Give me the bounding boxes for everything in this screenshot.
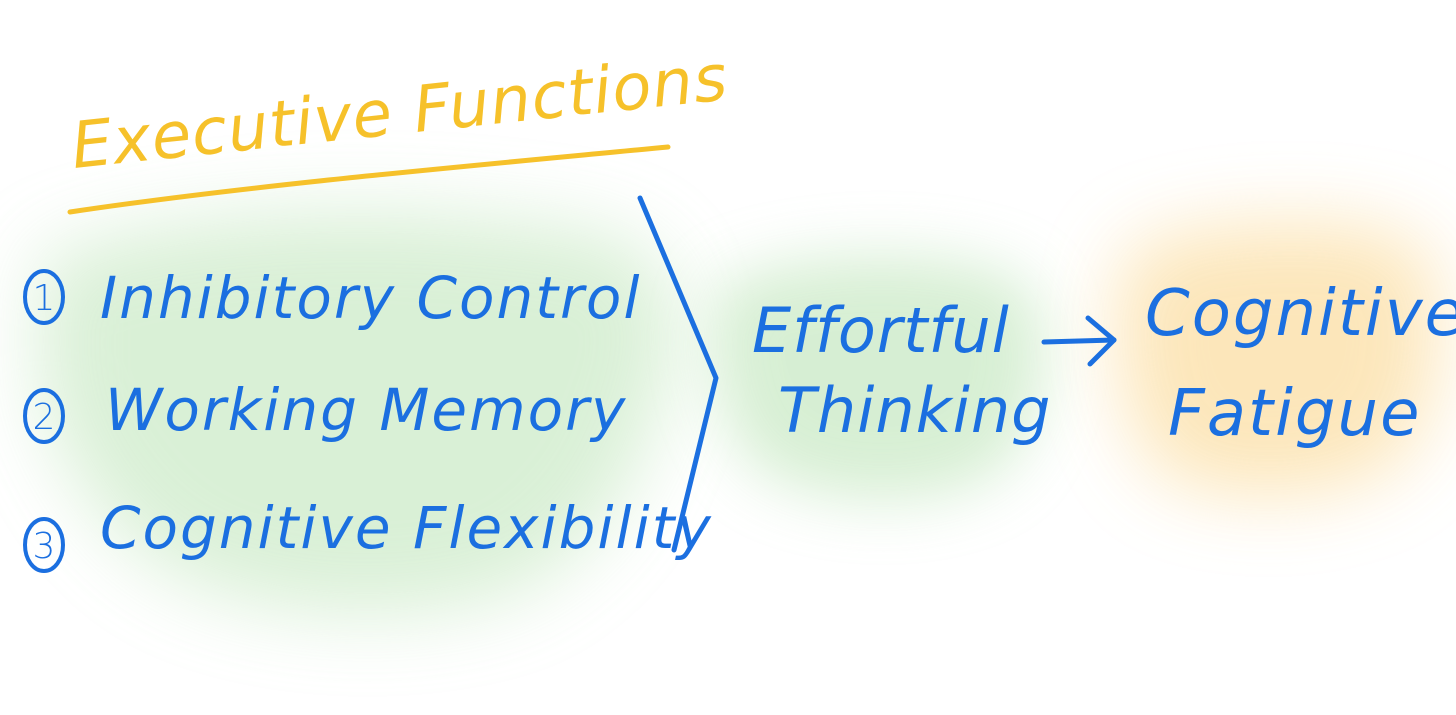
green-wash-left [40, 212, 676, 614]
outcome-line-1: Cognitive [1145, 277, 1456, 351]
outcome-line-2: Fatigue [1168, 377, 1421, 451]
function-label-2: Working Memory [105, 376, 627, 444]
title-underline [67, 144, 671, 215]
function-item: 2 Working Memory [23, 376, 627, 444]
middle-line-2: Thinking [778, 374, 1051, 447]
function-item: 1 Inhibitory Control [23, 264, 641, 332]
function-item: 3 Cognitive Flexibility [23, 494, 713, 573]
arrow-right-icon [1041, 315, 1117, 367]
orange-wash [1116, 223, 1439, 496]
middle-line-1: Effortful [752, 294, 1010, 367]
number-circle-1 [23, 269, 65, 325]
number-3: 3 [33, 526, 56, 567]
chevron-right-icon [637, 195, 719, 553]
function-label-3: Cognitive Flexibility [100, 494, 713, 562]
number-2: 2 [33, 397, 56, 438]
number-circle-2 [23, 388, 65, 444]
number-1: 1 [33, 278, 56, 319]
green-wash-middle [711, 256, 1045, 500]
diagram-title: Executive Functions [68, 41, 731, 184]
number-circle-3 [23, 517, 65, 573]
function-label-1: Inhibitory Control [100, 264, 641, 332]
